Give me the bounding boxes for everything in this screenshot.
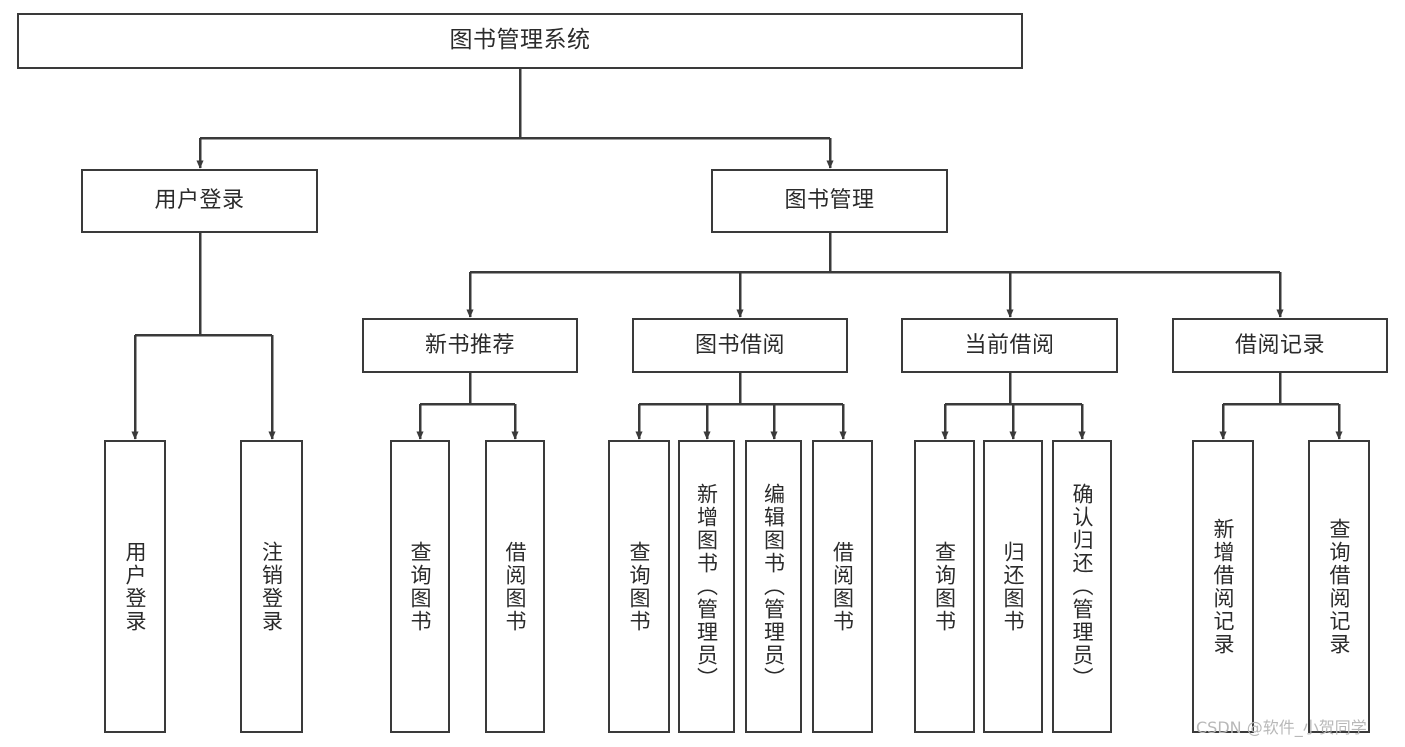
node-label-leaf_query_record: 查询借阅记录 xyxy=(1327,517,1352,656)
node-label-leaf_confirm_return: 确认归还（管理员） xyxy=(1070,483,1095,690)
node-label-user_login: 用户登录 xyxy=(154,188,245,214)
node-label-book_borrow: 图书借阅 xyxy=(694,332,785,358)
node-leaf_edit_book[interactable]: 编辑图书（管理员） xyxy=(745,440,802,733)
node-label-leaf_query_book_2: 查询图书 xyxy=(627,540,652,633)
node-label-leaf_query_book_3: 查询图书 xyxy=(932,540,957,633)
node-label-current_borrow: 当前借阅 xyxy=(964,332,1055,358)
node-leaf_confirm_return[interactable]: 确认归还（管理员） xyxy=(1052,440,1112,733)
node-label-borrow_record: 借阅记录 xyxy=(1234,332,1325,358)
node-leaf_return_book[interactable]: 归还图书 xyxy=(983,440,1043,733)
node-label-root: 图书管理系统 xyxy=(449,27,591,54)
node-leaf_query_book_2[interactable]: 查询图书 xyxy=(608,440,670,733)
node-borrow_record[interactable]: 借阅记录 xyxy=(1172,318,1388,373)
node-book_mgmt[interactable]: 图书管理 xyxy=(711,169,948,233)
node-label-leaf_add_record: 新增借阅记录 xyxy=(1211,517,1236,656)
node-leaf_borrow_book_2[interactable]: 借阅图书 xyxy=(812,440,873,733)
node-new_book_rec[interactable]: 新书推荐 xyxy=(362,318,578,373)
node-leaf_borrow_book_1[interactable]: 借阅图书 xyxy=(485,440,545,733)
node-leaf_query_record[interactable]: 查询借阅记录 xyxy=(1308,440,1370,733)
node-leaf_add_book[interactable]: 新增图书（管理员） xyxy=(678,440,735,733)
node-label-leaf_user_logout: 注销登录 xyxy=(259,540,284,633)
node-label-new_book_rec: 新书推荐 xyxy=(424,332,515,358)
node-label-leaf_user_login: 用户登录 xyxy=(123,540,148,633)
node-label-book_mgmt: 图书管理 xyxy=(784,188,875,214)
node-leaf_query_book_1[interactable]: 查询图书 xyxy=(390,440,450,733)
node-leaf_user_logout[interactable]: 注销登录 xyxy=(240,440,303,733)
node-label-leaf_return_book: 归还图书 xyxy=(1001,540,1026,633)
node-label-leaf_add_book: 新增图书（管理员） xyxy=(694,483,719,690)
node-label-leaf_borrow_book_2: 借阅图书 xyxy=(830,540,855,633)
node-root[interactable]: 图书管理系统 xyxy=(17,13,1023,69)
node-book_borrow[interactable]: 图书借阅 xyxy=(632,318,848,373)
node-label-leaf_query_book_1: 查询图书 xyxy=(408,540,433,633)
node-leaf_user_login[interactable]: 用户登录 xyxy=(104,440,166,733)
node-user_login[interactable]: 用户登录 xyxy=(81,169,318,233)
node-current_borrow[interactable]: 当前借阅 xyxy=(901,318,1118,373)
node-label-leaf_borrow_book_1: 借阅图书 xyxy=(503,540,528,633)
node-leaf_add_record[interactable]: 新增借阅记录 xyxy=(1192,440,1254,733)
node-label-leaf_edit_book: 编辑图书（管理员） xyxy=(761,483,786,690)
csdn-watermark: CSDN @软件_小贺同学 xyxy=(1196,718,1367,737)
node-leaf_query_book_3[interactable]: 查询图书 xyxy=(914,440,975,733)
